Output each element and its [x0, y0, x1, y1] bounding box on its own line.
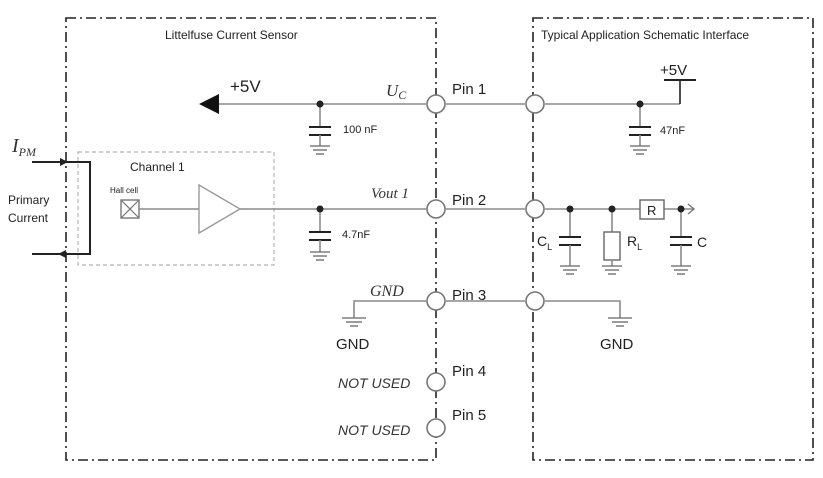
- pin3-app-connector: [525, 291, 545, 311]
- pin1-label: Pin 1: [452, 81, 486, 98]
- supply-left-label: +5V: [230, 77, 261, 96]
- pin2-sensor-connector: [426, 199, 446, 219]
- sensor-boundary: [65, 17, 437, 461]
- ground-icon: [342, 317, 366, 327]
- gnd-left-label: GND: [336, 336, 370, 353]
- pin4-sensor-connector: [426, 372, 446, 392]
- rl-label: RL: [627, 233, 642, 252]
- r-label: R: [647, 203, 656, 218]
- pin1-sensor-connector: [426, 94, 446, 114]
- gnd-right-label: GND: [600, 336, 634, 353]
- capacitor-4-7nf: [309, 209, 331, 261]
- primary-current-line2: Current: [8, 211, 49, 225]
- application-boundary: [532, 17, 814, 461]
- output-arrow-icon: [687, 203, 696, 215]
- pin5-sensor-connector: [426, 418, 446, 438]
- pin1-app-connector: [525, 94, 545, 114]
- primary-current-line1: Primary: [8, 193, 49, 207]
- app-box-title: Typical Application Schematic Interface: [541, 28, 749, 42]
- hall-cell-icon: [120, 199, 140, 219]
- gnd-signal-label: GND: [370, 283, 404, 300]
- sensor-box-title: Littelfuse Current Sensor: [165, 28, 298, 42]
- app-gnd-wire: [545, 300, 621, 318]
- ground-icon: [608, 317, 632, 327]
- pin2-app-connector: [525, 199, 545, 219]
- capacitor-c: [670, 209, 692, 275]
- supply-arrow-icon: [199, 94, 219, 114]
- cl-label: CL: [537, 233, 552, 252]
- pin2-label: Pin 2: [452, 192, 486, 209]
- junction-dot: [566, 205, 574, 213]
- capacitor-cl: [559, 209, 581, 275]
- junction-dot: [608, 205, 616, 213]
- capacitor-47nf: [629, 104, 651, 155]
- ipm-label: IPM: [11, 135, 37, 159]
- not-used-label-pin5: NOT USED: [338, 422, 410, 438]
- c-label: C: [697, 234, 707, 250]
- pin5-label: Pin 5: [452, 407, 486, 424]
- cap-47nf-label: 47nF: [660, 125, 685, 137]
- primary-conductor: [32, 158, 91, 258]
- channel-1-title: Channel 1: [130, 160, 185, 174]
- gnd-wire-left: [353, 300, 426, 318]
- supply-right-label: +5V: [660, 62, 687, 79]
- junction-dot: [316, 205, 324, 213]
- pin3-label: Pin 3: [452, 287, 486, 304]
- amplifier-icon: [198, 183, 242, 235]
- cap-4-7nf-label: 4.7nF: [342, 229, 370, 241]
- vout-label: Vout 1: [371, 186, 409, 202]
- junction-dot: [636, 100, 644, 108]
- pin3-sensor-connector: [426, 291, 446, 311]
- cap-100nf-label: 100 nF: [343, 124, 378, 136]
- resistor-rl: [602, 209, 622, 275]
- junction-dot: [677, 205, 685, 213]
- capacitor-100nf: [309, 104, 331, 155]
- junction-dot: [316, 100, 324, 108]
- uc-label: UC: [386, 81, 407, 102]
- pin4-label: Pin 4: [452, 363, 486, 380]
- resistor-r: [639, 199, 665, 220]
- hall-cell-label: Hall cell: [110, 186, 138, 195]
- not-used-label-pin4: NOT USED: [338, 375, 410, 391]
